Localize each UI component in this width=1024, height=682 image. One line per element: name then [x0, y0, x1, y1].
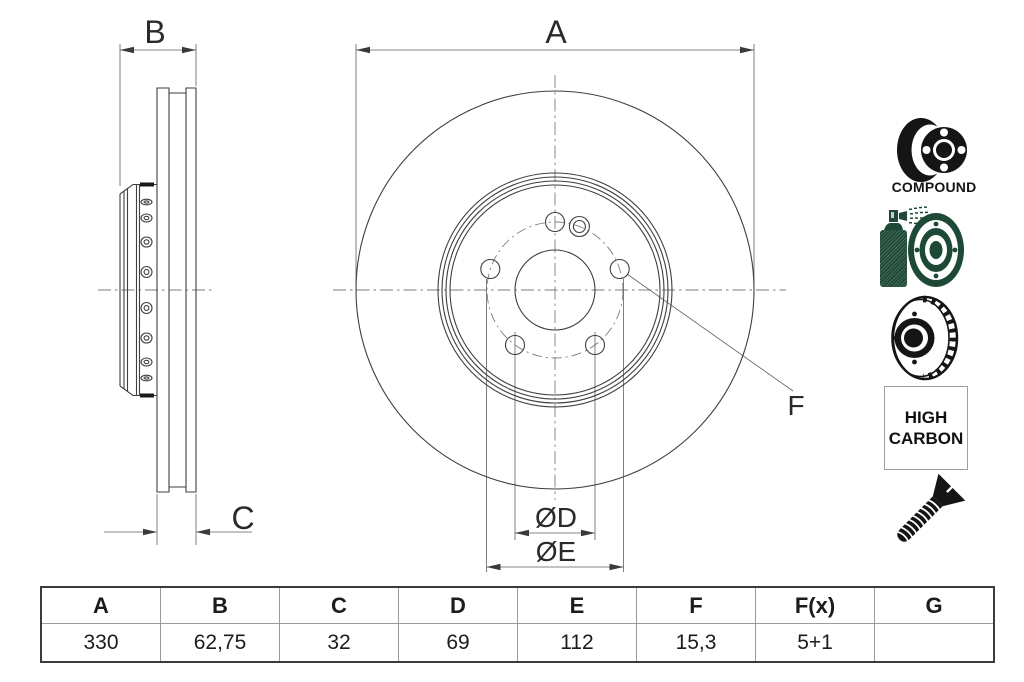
spec-table-value-row: 330 62,75 32 69 112 15,3 5+1 [40, 623, 995, 663]
compound-disc-icon [897, 118, 967, 182]
side-section-view [119, 87, 197, 493]
spray-can [880, 210, 907, 287]
center-bore [514, 249, 596, 331]
value-c: 32 [279, 623, 399, 663]
value-a: 330 [40, 623, 161, 663]
vented-disc-icon [891, 295, 959, 381]
high-carbon-line1: HIGH [904, 407, 948, 427]
dim-label-d: ØD [535, 502, 577, 533]
countersunk-screw-icon [897, 473, 966, 542]
col-header-fx: F(x) [755, 586, 875, 624]
coated-disc [908, 213, 964, 287]
bolt-holes [480, 211, 630, 356]
dimension-arrowheads [120, 46, 754, 571]
dim-label-b: B [144, 14, 165, 50]
value-fx: 5+1 [755, 623, 875, 663]
dimension-labels: A B C ØD ØE F [144, 14, 804, 567]
value-d: 69 [398, 623, 518, 663]
high-carbon-badge: HIGH CARBON [884, 386, 968, 470]
col-header-b: B [160, 586, 280, 624]
high-carbon-line2: CARBON [888, 429, 964, 448]
value-g [874, 623, 995, 663]
dimension-lines [104, 44, 794, 572]
dim-label-a: A [545, 14, 567, 50]
col-header-g: G [874, 586, 995, 624]
value-e: 112 [517, 623, 637, 663]
spec-table-header-row: A B C D E F F(x) G [40, 586, 995, 624]
value-f: 15,3 [636, 623, 756, 663]
col-header-e: E [517, 586, 637, 624]
hat-vent-holes [140, 198, 153, 382]
dim-label-f: F [787, 390, 804, 421]
leader-line-f [626, 273, 794, 392]
dim-label-e: ØE [536, 536, 576, 567]
technical-drawing-canvas: A B C ØD ØE F [98, 14, 805, 572]
col-header-d: D [398, 586, 518, 624]
value-b: 62,75 [160, 623, 280, 663]
front-view [355, 90, 755, 490]
dimension-spec-table: A B C D E F F(x) G 330 62,75 32 69 112 1… [40, 586, 995, 663]
compound-badge-label: COMPOUND [891, 179, 977, 195]
locating-hole [568, 215, 590, 238]
dim-label-c: C [231, 500, 254, 536]
spray-coated-disc-icon [880, 206, 964, 287]
col-header-f: F [636, 586, 756, 624]
col-header-c: C [279, 586, 399, 624]
vent-slots [922, 295, 957, 381]
col-header-a: A [40, 586, 161, 624]
